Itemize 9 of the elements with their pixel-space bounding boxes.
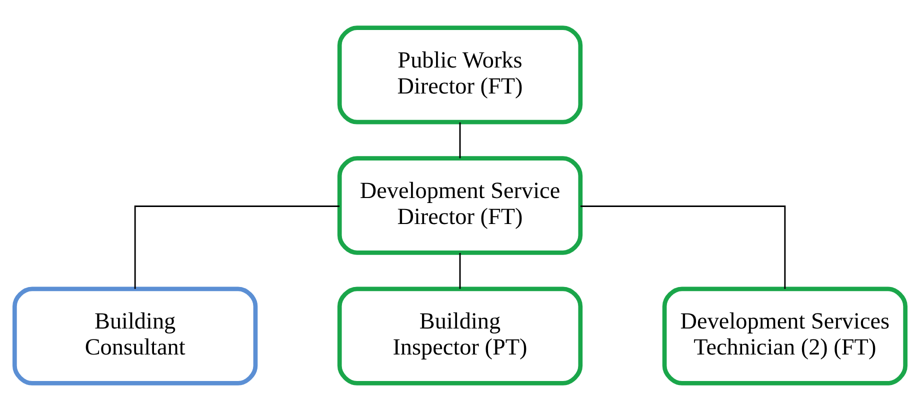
node-box: Public Works Director (FT) [337,26,583,124]
connector [134,206,340,289]
connector [580,206,786,289]
node-box: Development Service Director (FT) [337,156,583,255]
node-box: Building Inspector (PT) [337,286,583,386]
node-box: Building Consultant [12,286,258,386]
connector [459,253,461,289]
node-box: Development Services Technician (2) (FT) [662,286,908,386]
connector [459,122,461,158]
